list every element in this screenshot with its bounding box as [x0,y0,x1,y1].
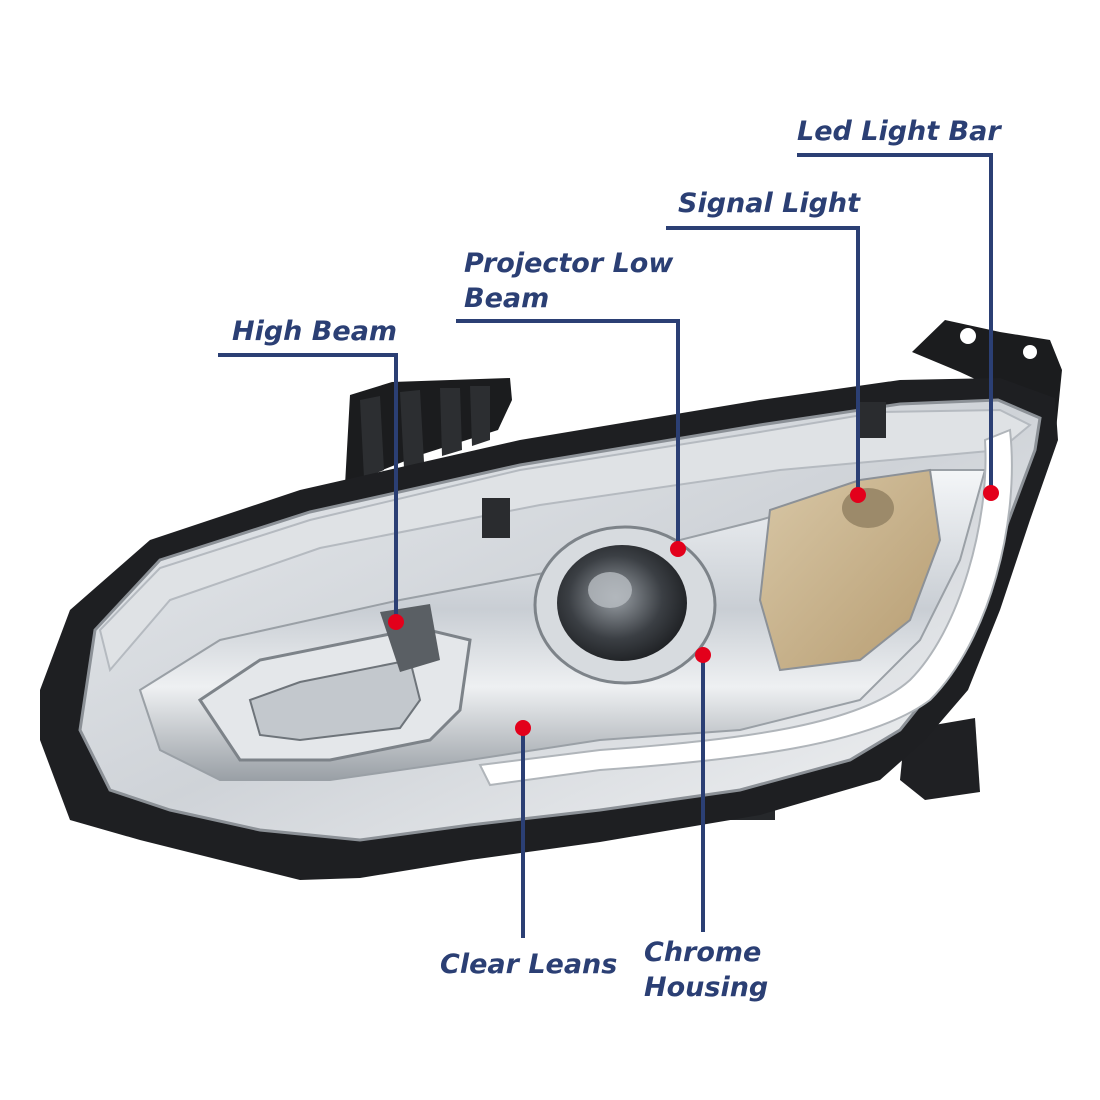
label-projector-low-beam-line1: Projector Low [464,248,674,279]
leader-line-signal-light [666,226,860,495]
lens-tabs [482,402,886,538]
marker-dot-signal-light [850,487,866,503]
upper-reflector [98,408,1032,673]
label-chrome-housing: Chrome Housing [644,935,768,1005]
marker-dot-led-light-bar [983,485,999,501]
projector-low-beam [533,525,717,685]
leader-line-projector-low-beam [456,319,680,549]
marker-dot-group [388,485,999,736]
leader-line-high-beam [218,353,398,622]
label-projector-low-beam: Projector Low Beam [464,246,673,316]
marker-dot-projector-low-beam [670,541,686,557]
label-high-beam: High Beam [232,316,398,347]
leader-line-led-light-bar [797,153,993,493]
marker-dot-high-beam [388,614,404,630]
label-clear-leans: Clear Leans [440,949,618,980]
marker-dot-chrome-housing [695,647,711,663]
label-projector-low-beam-line2: Beam [464,283,550,314]
label-chrome-housing-line1: Chrome [644,937,762,968]
marker-dot-clear-leans [515,720,531,736]
mounting-bracket-left [345,378,512,485]
label-signal-light: Signal Light [678,188,861,219]
mounting-bracket-right [912,320,1062,460]
label-led-light-bar: Led Light Bar [797,116,1001,147]
leader-line-group [218,153,993,938]
led-light-bar [478,428,1013,787]
label-chrome-housing-line2: Housing [644,972,769,1003]
